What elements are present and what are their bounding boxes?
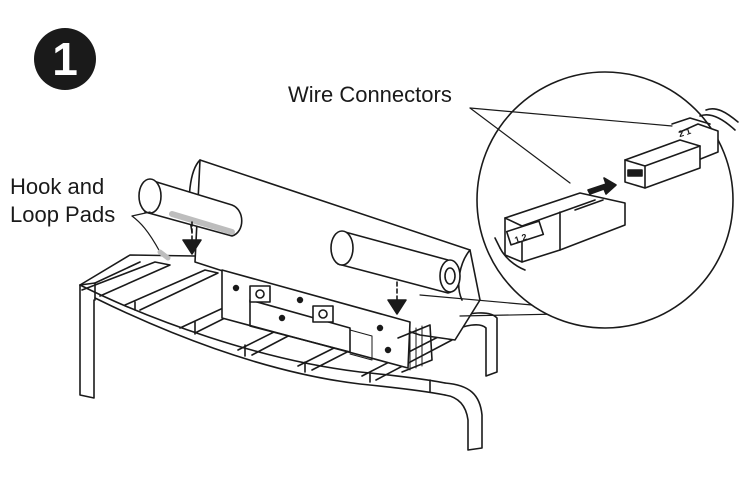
hook-loop-leaders <box>131 211 171 261</box>
wire-connector-left <box>494 192 626 271</box>
wire-connector-leaders <box>469 107 673 184</box>
placement-arrows <box>182 221 407 315</box>
step-number-badge: 1 <box>34 28 96 90</box>
wire-connector-right <box>624 107 739 189</box>
detail-magnifier <box>419 71 739 329</box>
right-pin-marks: 2 1 <box>677 126 692 139</box>
left-log <box>138 178 243 237</box>
right-log <box>330 230 461 294</box>
hook-loop-label-line2: Loop Pads <box>10 202 116 227</box>
hook-loop-label-line1: Hook and <box>10 174 105 199</box>
wire-connectors-label: Wire Connectors <box>288 82 452 107</box>
left-pin-marks: 1 2 <box>513 232 528 245</box>
